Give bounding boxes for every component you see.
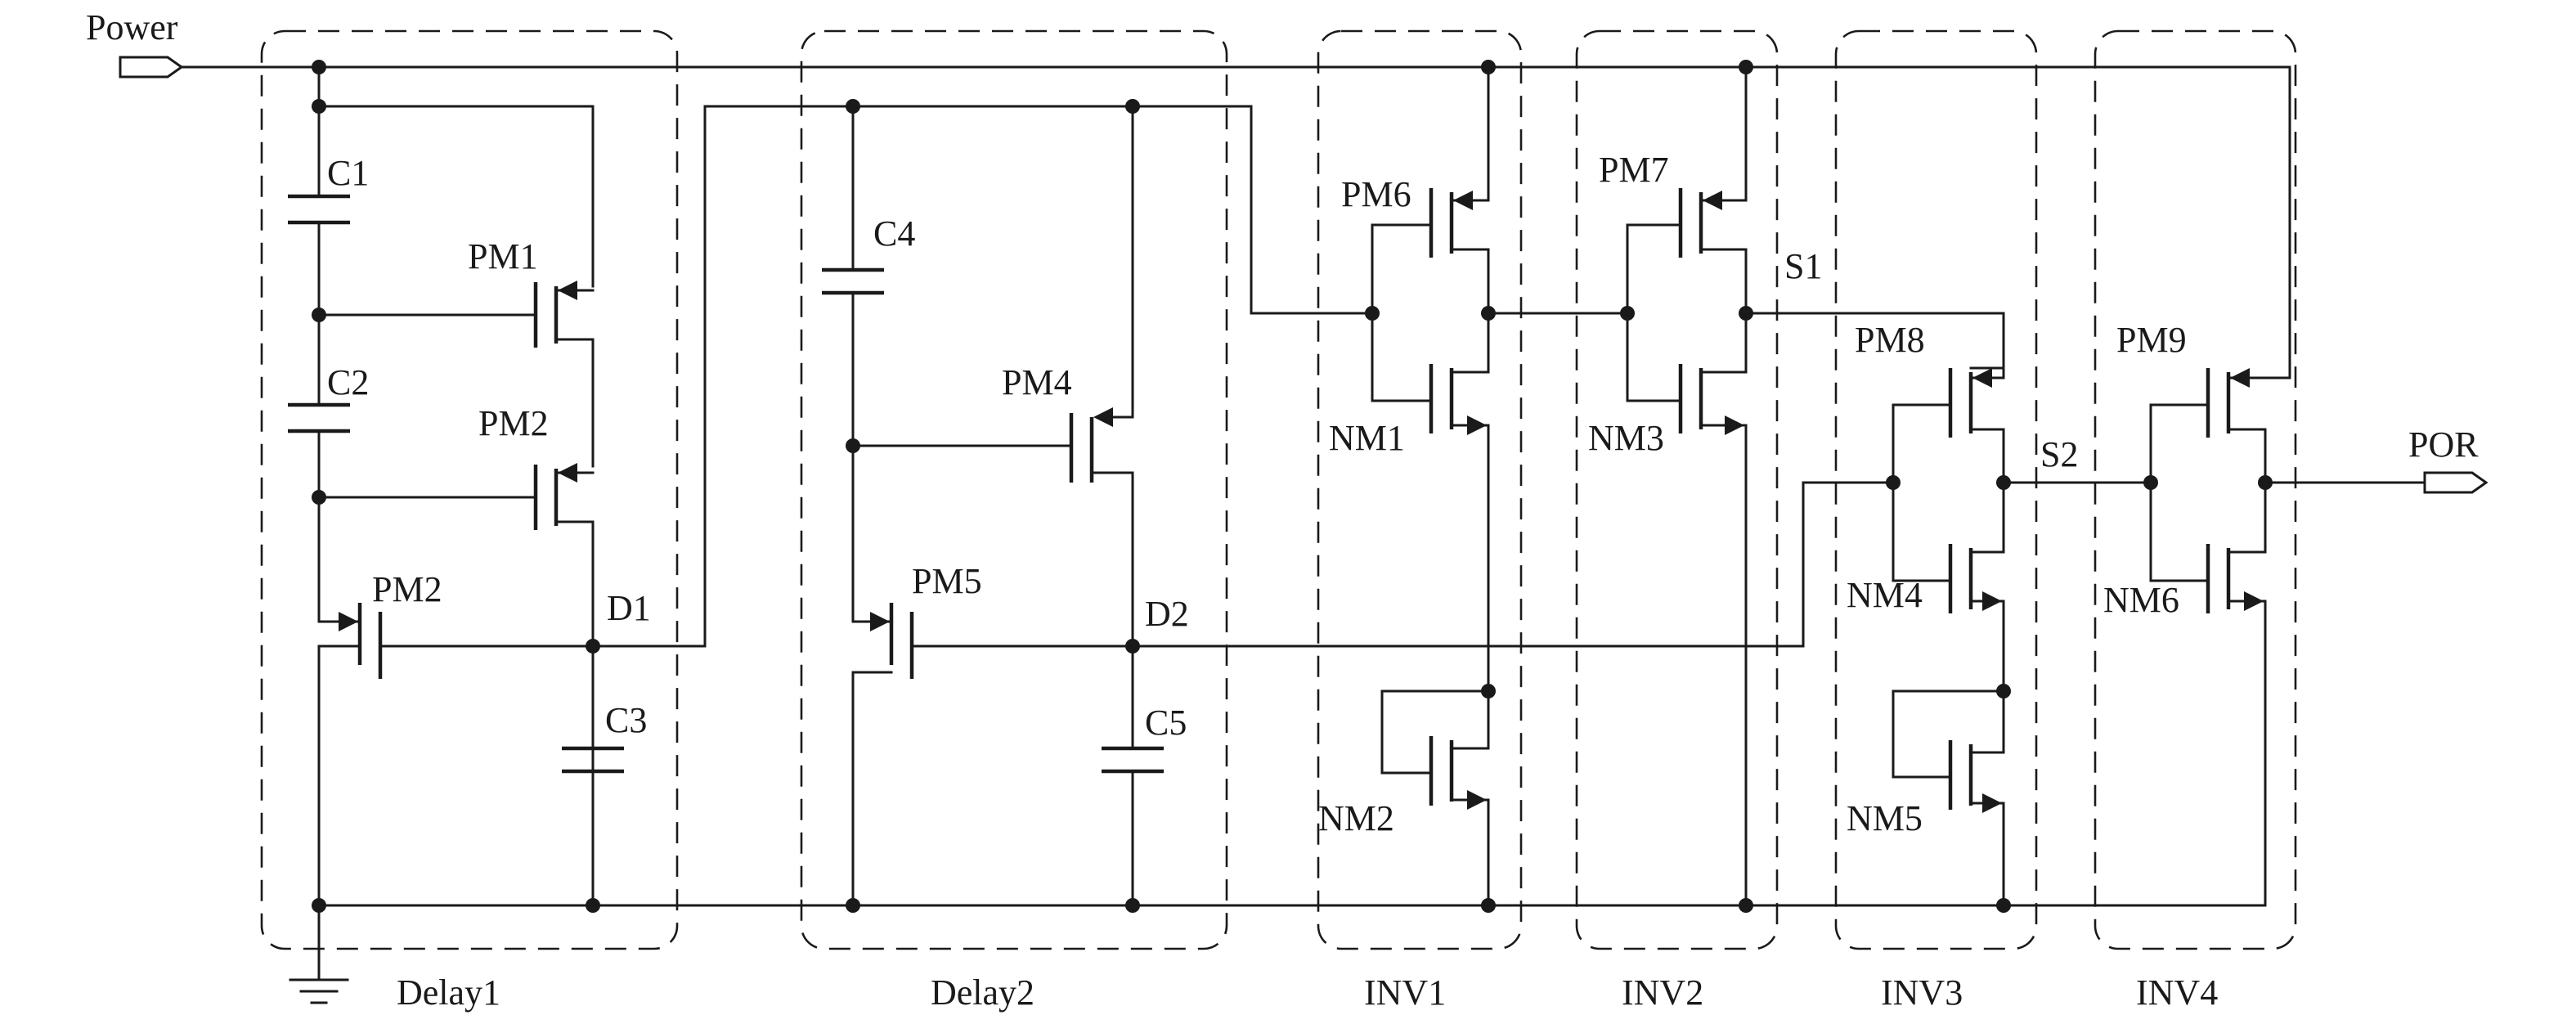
label-delay2: Delay2 (931, 972, 1034, 1013)
label-nm6: NM6 (2103, 580, 2179, 620)
transistor-nm6 (2227, 481, 2267, 907)
junction-dots (312, 60, 2273, 913)
label-pm7: PM7 (1599, 150, 1669, 190)
transistor-pm8 (1969, 312, 2005, 484)
label-por: POR (2408, 424, 2479, 465)
label-c5: C5 (1145, 703, 1187, 743)
capacitor-c5 (1102, 746, 1164, 774)
label-pm6: PM6 (1341, 174, 1411, 214)
label-nm3: NM3 (1588, 418, 1664, 458)
capacitor-c1 (288, 194, 350, 225)
label-s2: S2 (2040, 434, 2078, 474)
transistor-pm2-lower (317, 600, 595, 907)
transistor-pm4 (1069, 105, 1134, 648)
transistor-nm5 (1892, 689, 2005, 907)
transistor-nm1 (1450, 312, 1490, 693)
transistor-nm2 (1380, 689, 1490, 907)
transistor-pm6 (1450, 65, 1490, 315)
transistor-pm7 (1699, 65, 1748, 315)
transistor-pm2-upper (317, 463, 595, 907)
label-inv1: INV1 (1364, 972, 1446, 1013)
label-nm2: NM2 (1318, 798, 1394, 838)
inverter-inv2 (1626, 188, 1703, 433)
transistor-pm1 (317, 281, 595, 468)
label-delay1: Delay1 (397, 972, 500, 1013)
label-c2: C2 (327, 362, 369, 402)
label-power: Power (86, 7, 178, 47)
delay2-block-outline (800, 29, 1228, 950)
por-output-port (2423, 471, 2488, 494)
transistor-pm5 (851, 603, 1134, 907)
capacitor-c4 (822, 267, 884, 295)
label-pm2-lower: PM2 (372, 569, 442, 609)
inverter-inv1 (1371, 188, 1454, 433)
inv2-block-outline (1575, 29, 1779, 950)
label-c4: C4 (873, 213, 915, 254)
label-inv2: INV2 (1622, 972, 1703, 1013)
delay1-block-outline (260, 29, 679, 950)
label-pm5: PM5 (912, 561, 982, 601)
label-nm5: NM5 (1847, 798, 1923, 838)
power-input-port (119, 56, 184, 79)
label-nm1: NM1 (1329, 418, 1405, 458)
transistor-nm4 (1969, 481, 2005, 693)
label-pm1: PM1 (468, 236, 538, 276)
label-d2: D2 (1145, 594, 1189, 634)
transistor-nm3 (1699, 312, 1748, 907)
label-pm4: PM4 (1002, 362, 1072, 402)
label-inv3: INV3 (1881, 972, 1963, 1013)
ground-icon (289, 904, 349, 1004)
inv4-block-outline (2094, 29, 2297, 950)
capacitor-c2 (288, 402, 350, 433)
label-pm9: PM9 (2116, 320, 2187, 360)
label-pm2-upper: PM2 (478, 403, 549, 443)
net-d1-wire (591, 105, 1374, 648)
label-inv4: INV4 (2136, 972, 2218, 1013)
label-d1: D1 (607, 588, 651, 628)
net-d2-wire (1131, 481, 1895, 648)
inverter-inv3 (1892, 368, 1973, 613)
label-c1: C1 (327, 153, 369, 193)
inv1-block-outline (1317, 29, 1523, 950)
inv3-block-outline (1834, 29, 2038, 950)
inverter-inv4 (2149, 368, 2231, 613)
label-c3: C3 (605, 700, 647, 740)
transistor-pm9 (2227, 65, 2291, 484)
label-nm4: NM4 (1847, 575, 1923, 615)
label-s1: S1 (1784, 246, 1822, 286)
label-pm8: PM8 (1855, 320, 1925, 360)
